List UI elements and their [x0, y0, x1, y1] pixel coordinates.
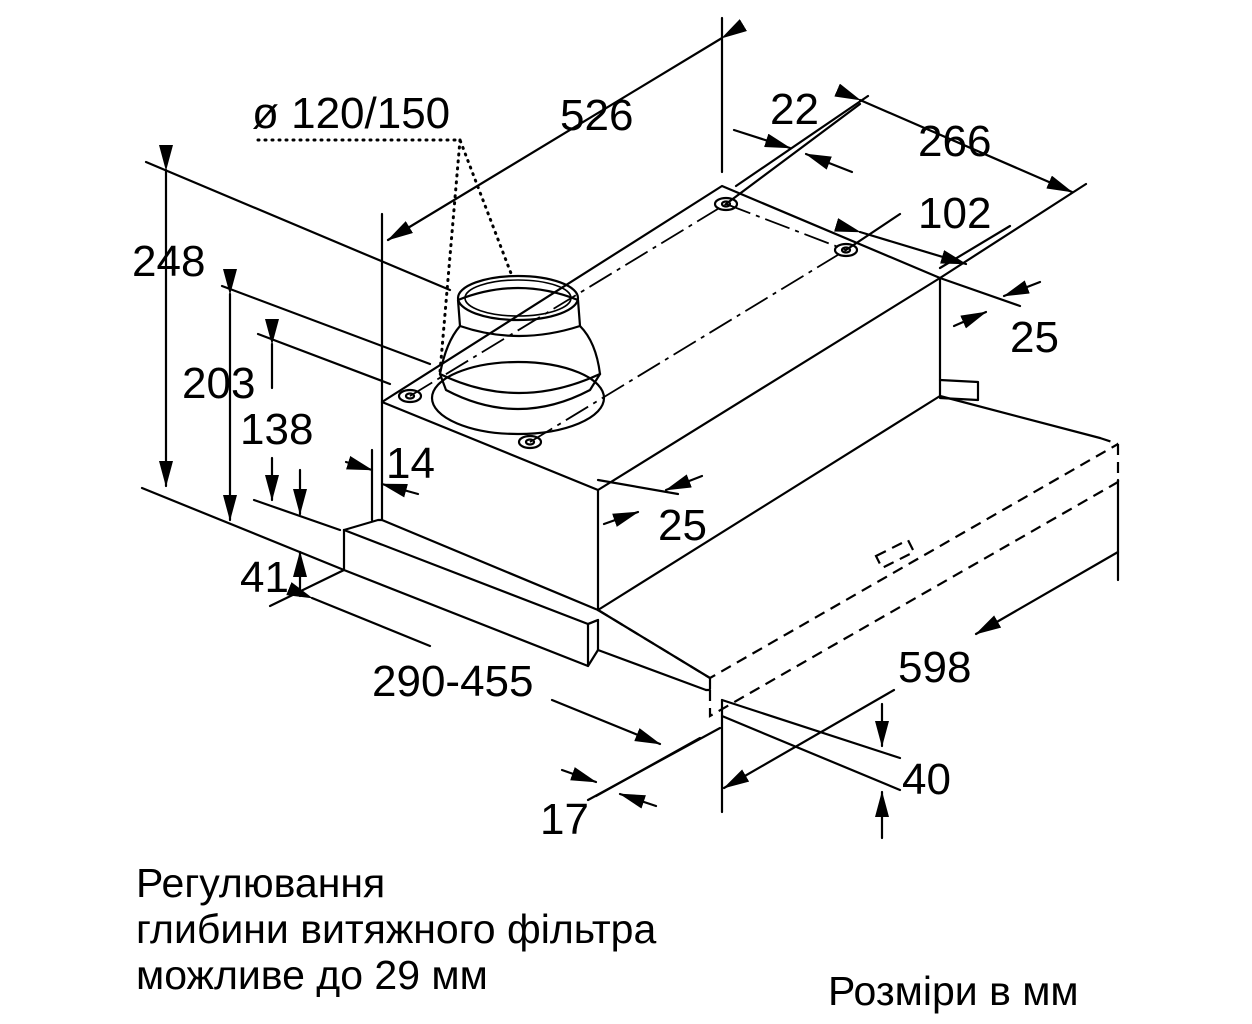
dimension-lines [140, 16, 1120, 840]
adjustment-note-line2: глибини витяжного фільтра [136, 906, 657, 952]
duct-connector [256, 138, 606, 436]
mounting-holes [397, 196, 859, 450]
label-offset-17: 17 [540, 795, 589, 844]
label-offset-14: 14 [386, 439, 435, 488]
adjustment-note-line3: можливе до 29 мм [136, 952, 488, 998]
label-height-248: 248 [132, 237, 205, 286]
label-height-40: 40 [902, 755, 951, 804]
label-depth-266: 266 [918, 117, 991, 166]
units-note: Розміри в мм [828, 968, 1079, 1014]
label-duct-diameter: ø 120/150 [252, 89, 450, 138]
label-height-203: 203 [182, 359, 255, 408]
label-offset-25-right: 25 [1010, 313, 1059, 362]
label-depth-290-455: 290-455 [372, 657, 533, 706]
label-offset-102: 102 [918, 189, 991, 238]
adjustment-note: Регулювання глибини витяжного фільтра мо… [136, 860, 656, 998]
adjustment-note-line1: Регулювання [136, 860, 386, 906]
label-width-526: 526 [560, 91, 633, 140]
label-height-41: 41 [240, 553, 289, 602]
label-offset-22: 22 [770, 85, 819, 134]
label-height-138: 138 [240, 405, 313, 454]
visor [342, 394, 1120, 718]
label-offset-25-front: 25 [658, 501, 707, 550]
label-width-598: 598 [898, 643, 971, 692]
